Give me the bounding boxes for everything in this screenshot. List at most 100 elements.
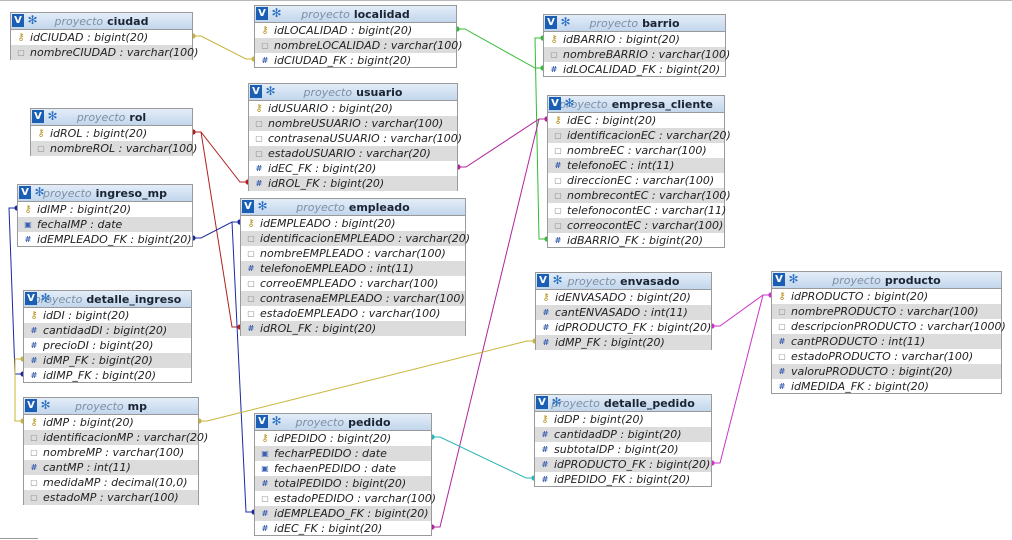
column-row[interactable]: ⚷idIMP : bigint(20) xyxy=(18,202,192,217)
column-row[interactable]: ▢direccionEC : varchar(100) xyxy=(548,173,724,188)
column-row[interactable]: #cantidadDI : bigint(20) xyxy=(24,323,191,338)
column-row[interactable]: ▢estadoUSUARIO : varchar(20) xyxy=(249,146,457,161)
table-name[interactable]: empresa_cliente xyxy=(611,97,713,111)
column-row[interactable]: #idROL_FK : bigint(20) xyxy=(249,176,457,191)
v-toggle-icon[interactable]: V xyxy=(536,396,548,409)
table-name[interactable]: localidad xyxy=(353,7,410,21)
column-row[interactable]: #idEMPLEADO_FK : bigint(20) xyxy=(255,506,431,521)
column-row[interactable]: ⚷idBARRIO : bigint(20) xyxy=(544,32,725,47)
column-row[interactable]: ⚷idLOCALIDAD : bigint(20) xyxy=(255,23,456,38)
v-toggle-icon[interactable]: V xyxy=(537,274,549,287)
column-row[interactable]: ▢estadoPEDIDO : varchar(100) xyxy=(255,491,436,506)
column-row[interactable]: ⚷idENVASADO : bigint(20) xyxy=(536,290,711,305)
gear-icon[interactable]: ✻ xyxy=(27,13,38,27)
column-row[interactable]: ▢correoEMPLEADO : varchar(100) xyxy=(241,276,465,291)
column-row[interactable]: #idROL_FK : bigint(20) xyxy=(241,321,465,336)
column-row[interactable]: ▢estadoEMPLEADO : varchar(100) xyxy=(241,306,465,321)
column-row[interactable]: ⚷idUSUARIO : bigint(20) xyxy=(249,101,457,116)
column-row[interactable]: #idMP_FK : bigint(20) xyxy=(536,335,711,350)
gear-icon[interactable]: ✻ xyxy=(788,272,799,286)
gear-icon[interactable]: ✻ xyxy=(552,273,563,287)
v-toggle-icon[interactable]: V xyxy=(250,85,262,98)
table-name[interactable]: empleado xyxy=(348,200,410,214)
column-row[interactable]: ⚷idDP : bigint(20) xyxy=(535,412,711,427)
column-row[interactable]: ▢estadoPRODUCTO : varchar(100) xyxy=(772,349,1001,364)
gear-icon[interactable]: ✻ xyxy=(564,96,575,110)
column-row[interactable]: #precioDI : bigint(20) xyxy=(24,338,191,353)
v-toggle-icon[interactable]: V xyxy=(25,292,37,305)
gear-icon[interactable]: ✻ xyxy=(34,185,45,199)
column-row[interactable]: ▢contrasenaEMPLEADO : varchar(100) xyxy=(241,291,465,306)
column-row[interactable]: ▢correocontEC : varchar(100) xyxy=(548,218,724,233)
v-toggle-icon[interactable]: V xyxy=(773,273,785,286)
table-name[interactable]: rol xyxy=(129,110,147,124)
column-row[interactable]: ⚷idCIUDAD : bigint(20) xyxy=(11,30,192,45)
gear-icon[interactable]: ✻ xyxy=(560,15,571,29)
column-row[interactable]: ▣fechaIMP : date xyxy=(18,217,192,232)
column-row[interactable]: #cantMP : int(11) xyxy=(24,460,198,475)
column-row[interactable]: #idCIUDAD_FK : bigint(20) xyxy=(255,53,456,68)
v-toggle-icon[interactable]: V xyxy=(12,14,24,27)
column-row[interactable]: ▢nombrePRODUCTO : varchar(100) xyxy=(772,304,1001,319)
column-row[interactable]: ▢estadoMP : varchar(100) xyxy=(24,490,198,505)
column-row[interactable]: #idEC_FK : bigint(20) xyxy=(255,521,431,536)
column-row[interactable]: #idPRODUCTO_FK : bigint(20) xyxy=(536,320,712,335)
column-row[interactable]: #telefonoEMPLEADO : int(11) xyxy=(241,261,465,276)
column-row[interactable]: #idEC_FK : bigint(20) xyxy=(249,161,457,176)
column-row[interactable]: #idPRODUCTO_FK : bigint(20) xyxy=(535,457,711,472)
column-row[interactable]: #idMEDIDA_FK : bigint(20) xyxy=(772,379,1001,394)
table-name[interactable]: producto xyxy=(884,273,941,287)
v-toggle-icon[interactable]: V xyxy=(256,7,268,20)
v-toggle-icon[interactable]: V xyxy=(256,415,268,428)
column-row[interactable]: ⚷idEMPLEADO : bigint(20) xyxy=(241,216,465,231)
table-name[interactable]: usuario xyxy=(356,85,403,99)
column-row[interactable]: #idPEDIDO_FK : bigint(20) xyxy=(535,472,711,487)
column-row[interactable]: ▢telefonocontEC : varchar(11) xyxy=(548,203,726,218)
column-row[interactable]: ⚷idEC : bigint(20) xyxy=(548,113,724,128)
v-toggle-icon[interactable]: V xyxy=(19,186,31,199)
column-row[interactable]: #cantidadDP : bigint(20) xyxy=(535,427,711,442)
column-row[interactable]: #idIMP_FK : bigint(20) xyxy=(24,368,191,383)
column-row[interactable]: #idBARRIO_FK : bigint(20) xyxy=(548,233,724,248)
column-row[interactable]: #idMP_FK : bigint(20) xyxy=(24,353,191,368)
v-toggle-icon[interactable]: V xyxy=(32,110,44,123)
table-name[interactable]: mp xyxy=(127,399,147,413)
column-row[interactable]: ▢nombreMP : varchar(100) xyxy=(24,445,198,460)
gear-icon[interactable]: ✻ xyxy=(551,395,562,409)
table-name[interactable]: pedido xyxy=(348,415,391,429)
gear-icon[interactable]: ✻ xyxy=(40,291,51,305)
column-row[interactable]: #totalPEDIDO : bigint(20) xyxy=(255,476,431,491)
column-row[interactable]: ▣fecharPEDIDO : date xyxy=(255,446,431,461)
table-name[interactable]: ingreso_mp xyxy=(95,186,167,200)
column-row[interactable]: ▢nombreCIUDAD : varchar(100) xyxy=(11,45,198,60)
column-row[interactable]: ⚷idPRODUCTO : bigint(20) xyxy=(772,289,1001,304)
column-row[interactable]: ▢nombreUSUARIO : varchar(100) xyxy=(249,116,457,131)
column-row[interactable]: ▢nombreROL : varchar(100) xyxy=(31,141,197,156)
column-row[interactable]: ▢nombreBARRIO : varchar(100) xyxy=(544,47,730,62)
column-row[interactable]: #idEMPLEADO_FK : bigint(20) xyxy=(18,232,192,247)
column-row[interactable]: ▢identificacionEC : varchar(20) xyxy=(548,128,731,143)
